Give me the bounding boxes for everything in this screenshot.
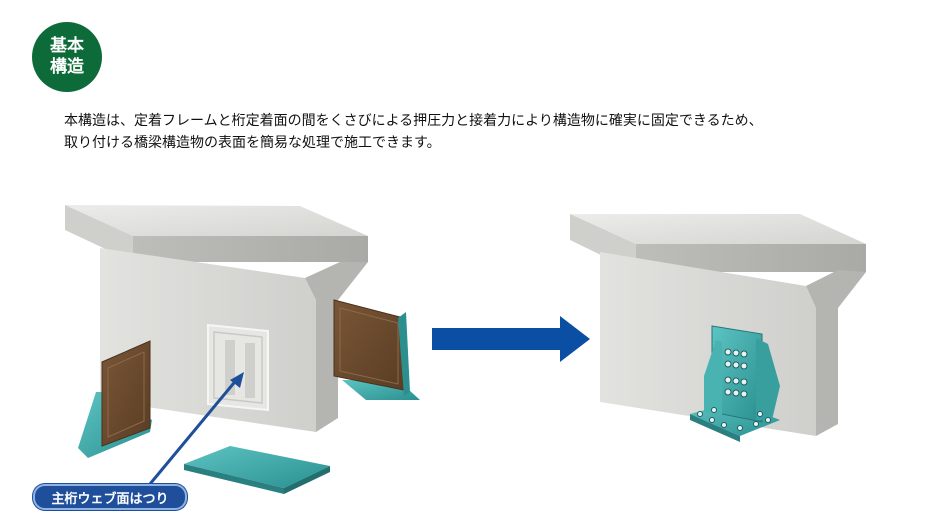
anchor-bracket-rib-left [704, 340, 722, 416]
girder-before [65, 205, 420, 494]
callout-leader [148, 377, 240, 485]
deck-top [570, 214, 866, 244]
web-chipping-label-text: 主桁ウェブ面はつり [51, 491, 169, 507]
deck-front [65, 205, 133, 262]
girder-after [570, 214, 866, 442]
web-chipped-area [207, 323, 269, 412]
deck-side [636, 244, 866, 272]
description-text: 本構造は、定着フレームと桁定着面の間をくさびによる押圧力と接着力により構造物に確… [64, 110, 763, 154]
badge-line-2: 構造 [50, 57, 84, 77]
deck-side [133, 236, 368, 262]
web-side [806, 270, 866, 436]
web-chipping-label: 主桁ウェブ面はつり [33, 484, 187, 510]
wedge-plate-right [333, 299, 405, 391]
description-line-2: 取り付ける橋梁構造物の表面を簡易な処理で施工できます。 [64, 135, 441, 151]
deck-top [65, 205, 368, 236]
anchor-bracket-rib-right [756, 338, 780, 420]
transition-arrow [432, 316, 590, 362]
wedge-plate-left [101, 340, 151, 447]
basic-structure-badge: 基本 構造 [32, 22, 102, 92]
anchor-bolts [697, 348, 771, 431]
badge-line-1: 基本 [50, 36, 84, 56]
anchor-base-plate [184, 446, 330, 488]
description-line-1: 本構造は、定着フレームと桁定着面の間をくさびによる押圧力と接着力により構造物に確… [64, 113, 763, 129]
